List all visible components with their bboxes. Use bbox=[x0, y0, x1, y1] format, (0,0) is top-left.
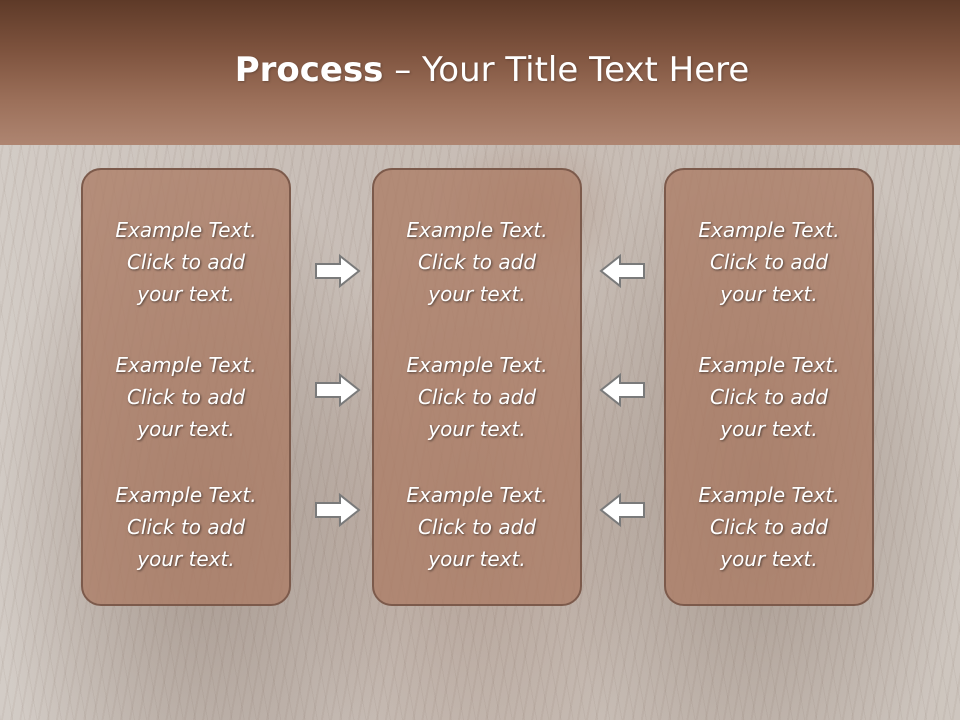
text-line: your text. bbox=[428, 282, 526, 306]
text-placeholder[interactable]: Example Text. Click to add your text. bbox=[83, 214, 289, 310]
title-bar bbox=[0, 0, 960, 145]
text-line: Example Text. bbox=[698, 353, 840, 377]
text-line: Example Text. bbox=[115, 483, 257, 507]
text-line: your text. bbox=[720, 282, 818, 306]
text-placeholder[interactable]: Example Text. Click to add your text. bbox=[374, 214, 580, 310]
title-rest: – Your Title Text Here bbox=[383, 50, 750, 90]
arrow-left-icon[interactable] bbox=[597, 252, 647, 290]
text-line: your text. bbox=[720, 417, 818, 441]
text-placeholder[interactable]: Example Text. Click to add your text. bbox=[374, 479, 580, 575]
text-placeholder[interactable]: Example Text. Click to add your text. bbox=[666, 479, 872, 575]
process-box-left[interactable]: Example Text. Click to add your text. Ex… bbox=[81, 168, 291, 606]
slide-title[interactable]: Process – Your Title Text Here bbox=[0, 50, 960, 90]
text-line: Click to add bbox=[126, 385, 246, 409]
process-box-right[interactable]: Example Text. Click to add your text. Ex… bbox=[664, 168, 874, 606]
text-line: Example Text. bbox=[406, 218, 548, 242]
arrow-left-icon[interactable] bbox=[597, 491, 647, 529]
text-line: Click to add bbox=[709, 250, 829, 274]
text-line: Example Text. bbox=[115, 218, 257, 242]
text-line: Example Text. bbox=[698, 218, 840, 242]
text-placeholder[interactable]: Example Text. Click to add your text. bbox=[83, 349, 289, 445]
text-line: your text. bbox=[428, 417, 526, 441]
text-line: your text. bbox=[137, 282, 235, 306]
text-placeholder[interactable]: Example Text. Click to add your text. bbox=[374, 349, 580, 445]
text-line: Example Text. bbox=[115, 353, 257, 377]
text-line: Click to add bbox=[417, 385, 537, 409]
process-box-center[interactable]: Example Text. Click to add your text. Ex… bbox=[372, 168, 582, 606]
text-placeholder[interactable]: Example Text. Click to add your text. bbox=[666, 349, 872, 445]
text-line: your text. bbox=[428, 547, 526, 571]
text-line: Example Text. bbox=[698, 483, 840, 507]
arrow-right-icon[interactable] bbox=[313, 371, 363, 409]
text-line: Click to add bbox=[417, 250, 537, 274]
title-bold: Process bbox=[234, 50, 384, 90]
text-line: your text. bbox=[137, 547, 235, 571]
text-line: Click to add bbox=[126, 515, 246, 539]
arrow-left-icon[interactable] bbox=[597, 371, 647, 409]
text-line: your text. bbox=[137, 417, 235, 441]
text-line: Click to add bbox=[126, 250, 246, 274]
text-line: Click to add bbox=[709, 515, 829, 539]
arrow-right-icon[interactable] bbox=[313, 252, 363, 290]
text-line: Click to add bbox=[709, 385, 829, 409]
text-line: your text. bbox=[720, 547, 818, 571]
arrow-right-icon[interactable] bbox=[313, 491, 363, 529]
text-line: Click to add bbox=[417, 515, 537, 539]
text-placeholder[interactable]: Example Text. Click to add your text. bbox=[666, 214, 872, 310]
text-placeholder[interactable]: Example Text. Click to add your text. bbox=[83, 479, 289, 575]
text-line: Example Text. bbox=[406, 353, 548, 377]
text-line: Example Text. bbox=[406, 483, 548, 507]
